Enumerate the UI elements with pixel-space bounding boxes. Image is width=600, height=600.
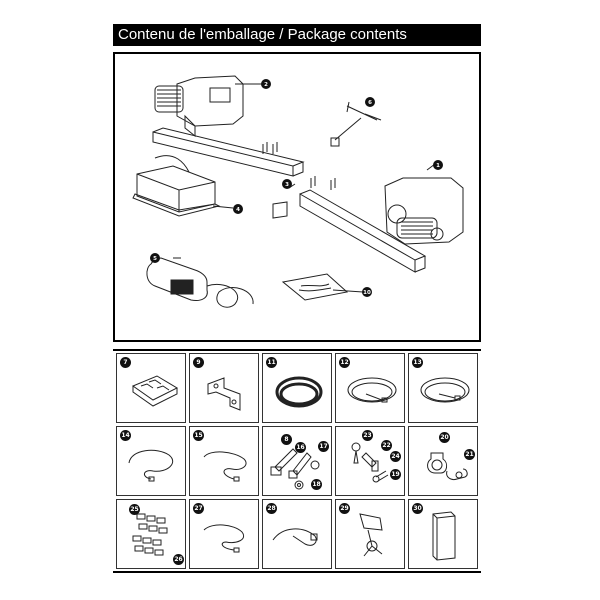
cable-tie-icon <box>272 528 318 546</box>
badge-30: 30 <box>412 503 423 514</box>
badge-9: 9 <box>193 357 204 368</box>
cell-wire-27: 27 <box>189 499 259 569</box>
cell-sleeve-30: 30 <box>408 499 478 569</box>
cell-cable-13: 13 <box>408 353 478 423</box>
badge-20: 20 <box>439 432 450 443</box>
badge-11: 11 <box>266 357 277 368</box>
badge-18: 18 <box>311 479 322 490</box>
callout-5: 5 <box>153 256 157 262</box>
assembly-illustration: 2 6 1 3 4 5 10 <box>132 75 464 308</box>
callout-2: 2 <box>264 82 268 88</box>
callout-6: 6 <box>368 100 372 106</box>
badge-29: 29 <box>339 503 350 514</box>
badge-27: 27 <box>193 503 204 514</box>
badge-23: 23 <box>362 430 373 441</box>
badge-25: 25 <box>129 504 140 515</box>
cable-coil-icon <box>420 377 470 403</box>
bolt-nut-washer-icon <box>270 448 320 490</box>
diagram-callout-badges <box>150 79 443 297</box>
badge-21: 21 <box>464 449 475 460</box>
accessory-grid: 7 9 11 12 13 14 15 8 16 17 18 23 22 24 1… <box>113 349 481 573</box>
label-tags-icon <box>132 513 168 556</box>
callout-4: 4 <box>236 207 240 213</box>
mount-bracket-icon <box>359 513 383 557</box>
cell-bolts-nuts: 8 16 17 18 <box>262 426 332 496</box>
cell-cable-tie-28: 28 <box>262 499 332 569</box>
wire-loop-icon <box>203 524 244 553</box>
badge-26: 26 <box>173 554 184 565</box>
callout-1: 1 <box>436 163 440 169</box>
page-title: Contenu de l'emballage / Package content… <box>113 24 481 46</box>
badge-17: 17 <box>318 441 329 452</box>
cell-angle-bracket-9: 9 <box>189 353 259 423</box>
badge-13: 13 <box>412 357 423 368</box>
badge-19: 19 <box>390 469 401 480</box>
cell-cable-12: 12 <box>335 353 405 423</box>
cell-mounting-bracket-7: 7 <box>116 353 186 423</box>
cell-corrugated-tube-11: 11 <box>262 353 332 423</box>
badge-7: 7 <box>120 357 131 368</box>
badge-16: 16 <box>295 442 306 453</box>
cell-mount-29: 29 <box>335 499 405 569</box>
terminal-screw-icon <box>351 442 389 483</box>
badge-28: 28 <box>266 503 277 514</box>
bracket-plate-icon <box>131 375 179 407</box>
cable-coil-icon <box>347 377 397 403</box>
cell-labels-25-26: 25 26 <box>116 499 186 569</box>
cell-clamps: 20 21 <box>408 426 478 496</box>
badge-22: 22 <box>381 440 392 451</box>
cell-wire-14: 14 <box>116 426 186 496</box>
assembly-diagram: 2 6 1 3 4 5 10 <box>113 52 481 342</box>
square-sleeve-icon <box>432 511 456 561</box>
cell-wire-15: 15 <box>189 426 259 496</box>
wire-loop-icon <box>203 451 247 482</box>
badge-15: 15 <box>193 430 204 441</box>
clamp-icon <box>427 452 468 480</box>
callout-3: 3 <box>285 182 289 188</box>
cell-terminals-screws: 23 22 24 19 <box>335 426 405 496</box>
badge-12: 12 <box>339 357 350 368</box>
badge-14: 14 <box>120 430 131 441</box>
wire-loop-icon <box>128 449 174 482</box>
badge-24: 24 <box>390 451 401 462</box>
callout-10: 10 <box>363 290 371 296</box>
coiled-tube-icon <box>275 376 323 408</box>
badge-8: 8 <box>281 434 292 445</box>
angle-bracket-icon <box>207 377 241 411</box>
